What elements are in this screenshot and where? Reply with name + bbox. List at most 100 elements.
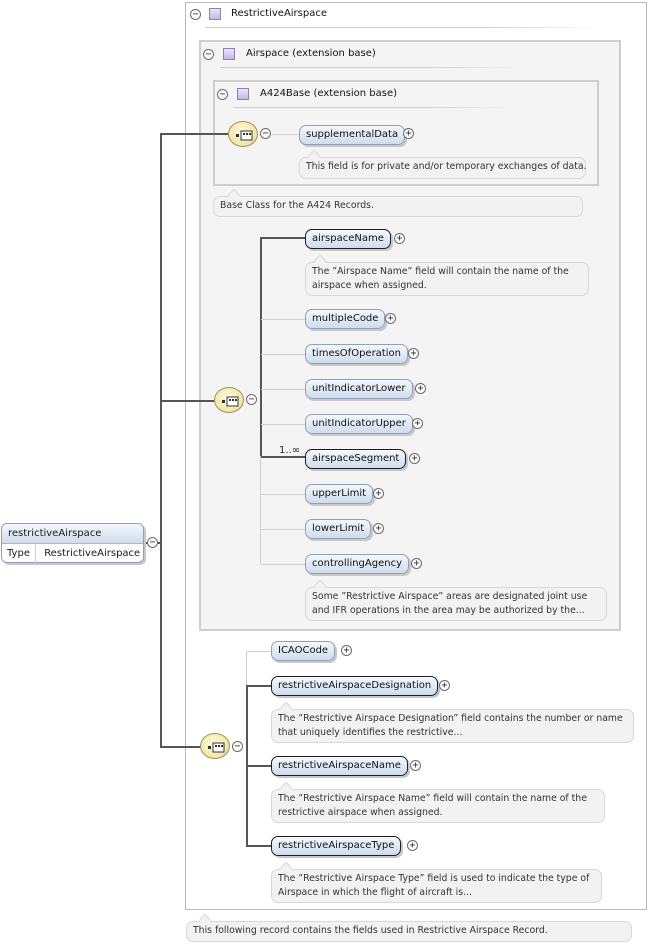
root-element-type-row: Type RestrictiveAirspace: [2, 544, 143, 563]
seq1-branch: [272, 134, 299, 135]
connector-restrictiveAirspaceName: [246, 765, 271, 767]
expand-supplementalData-icon[interactable]: +: [403, 128, 414, 139]
annotation-tip-complex-type: [198, 914, 212, 922]
a424-base-title: A424Base (extension base): [260, 88, 398, 99]
expand-lowerLimit-icon[interactable]: +: [373, 523, 384, 534]
annotation-restrictiveAirspaceType-line2: Airspace in which the flight of aircraft…: [278, 887, 472, 898]
annotation-restrictiveAirspaceName-line2: restrictive airspace when assigned.: [278, 807, 443, 818]
annotation-restrictiveAirspaceDesignation-line2: that uniquely identifies the restrictive…: [278, 727, 463, 738]
main-vertical-connector: [160, 134, 162, 747]
element-lowerLimit[interactable]: lowerLimit: [305, 519, 372, 539]
connector-ICAOCode: [246, 651, 271, 652]
connector-to-seq2: [160, 400, 216, 402]
root-type-label: Type: [2, 544, 36, 563]
connector-to-seq1: [160, 133, 230, 135]
element-restrictiveAirspaceType[interactable]: restrictiveAirspaceType: [271, 836, 402, 856]
element-ICAOCode[interactable]: ICAOCode: [271, 641, 336, 661]
connector-to-seq3: [160, 746, 202, 748]
airspace-base-title: Airspace (extension base): [246, 48, 376, 59]
annotation-airspaceName: The ”Airspace Name” field will contain t…: [305, 262, 589, 296]
annotation-controllingAgency-line1: Some ”Restrictive Airspace” areas are de…: [312, 591, 588, 602]
annotation-controllingAgency: Some ”Restrictive Airspace” areas are de…: [305, 587, 607, 621]
sequence-compositor-icon[interactable]: [214, 387, 244, 413]
connector-unitIndicatorUpper: [261, 424, 306, 425]
expand-upperLimit-icon[interactable]: +: [373, 488, 384, 499]
annotation-tip-airspace-base: [227, 189, 241, 197]
annotation-tip-restrictiveAirspaceName: [279, 782, 293, 790]
connector-airspaceName: [260, 237, 306, 239]
annotation-supplementalData: This field is for private and/or tempora…: [299, 157, 587, 179]
sequence-compositor-icon[interactable]: [228, 121, 258, 147]
root-element-box[interactable]: restrictiveAirspace Type RestrictiveAirs…: [1, 523, 144, 563]
expand-airspaceName-icon[interactable]: +: [394, 233, 405, 244]
seq2-required-connector: [260, 238, 262, 456]
connector-airspaceSegment: [260, 456, 306, 458]
root-element-name: restrictiveAirspace: [2, 524, 143, 544]
collapse-sequence2-icon[interactable]: −: [246, 394, 257, 405]
element-restrictiveAirspaceDesignation[interactable]: restrictiveAirspaceDesignation: [271, 676, 439, 696]
a424-type-icon: [237, 88, 249, 100]
expand-restrictiveAirspaceDesignation-icon[interactable]: +: [439, 680, 450, 691]
annotation-tip-restrictiveAirspaceDesignation: [279, 702, 293, 710]
annotation-restrictiveAirspaceType: The ”Restrictive Airspace Type” field is…: [271, 869, 602, 903]
element-upperLimit[interactable]: upperLimit: [305, 484, 374, 504]
annotation-tip-airspaceName: [313, 255, 327, 263]
expand-unitIndicatorUpper-icon[interactable]: +: [412, 418, 423, 429]
element-multipleCode[interactable]: multipleCode: [305, 309, 386, 329]
annotation-restrictiveAirspaceName-line1: The ”Restrictive Airspace Name” field wi…: [278, 793, 587, 804]
element-airspaceName[interactable]: airspaceName: [305, 229, 391, 249]
seq3-optional-connector: [246, 651, 247, 686]
expand-airspaceSegment-icon[interactable]: +: [409, 453, 420, 464]
collapse-sequence3-icon[interactable]: −: [232, 741, 243, 752]
annotation-restrictiveAirspaceDesignation: The ”Restrictive Airspace Designation” f…: [271, 709, 634, 743]
expand-restrictiveAirspaceType-icon[interactable]: +: [407, 840, 418, 851]
element-timesOfOperation[interactable]: timesOfOperation: [305, 344, 408, 364]
collapse-a424-base-icon[interactable]: −: [217, 89, 228, 100]
sequence-compositor-icon[interactable]: [200, 733, 230, 759]
annotation-airspace-base: Base Class for the A424 Records.: [213, 196, 583, 217]
annotation-complex-type: This following record contains the field…: [186, 921, 632, 942]
collapse-complex-type-icon[interactable]: −: [190, 9, 201, 20]
connector-restrictiveAirspaceDesignation: [246, 685, 271, 687]
collapse-sequence1-icon[interactable]: −: [260, 128, 271, 139]
root-type-value: RestrictiveAirspace: [44, 548, 141, 559]
element-unitIndicatorLower[interactable]: unitIndicatorLower: [305, 379, 413, 399]
expand-ICAOCode-icon[interactable]: +: [341, 645, 352, 656]
complex-type-icon: [209, 8, 221, 20]
connector-restrictiveAirspaceType: [246, 845, 271, 847]
annotation-restrictiveAirspaceName: The ”Restrictive Airspace Name” field wi…: [271, 789, 605, 823]
connector-unitIndicatorLower: [261, 389, 306, 390]
connector-controllingAgency: [261, 564, 306, 565]
element-unitIndicatorUpper[interactable]: unitIndicatorUpper: [305, 414, 413, 434]
connector-multipleCode: [261, 319, 306, 320]
element-controllingAgency[interactable]: controllingAgency: [305, 554, 409, 574]
annotation-tip-restrictiveAirspaceType: [279, 862, 293, 870]
element-supplementalData[interactable]: supplementalData: [299, 125, 406, 145]
expand-restrictiveAirspaceName-icon[interactable]: +: [410, 760, 421, 771]
a424-base-title-underline: [234, 107, 514, 108]
expand-unitIndicatorLower-icon[interactable]: +: [415, 383, 426, 394]
element-airspaceSegment[interactable]: airspaceSegment: [305, 449, 407, 469]
annotation-tip-supplemental: [307, 150, 321, 158]
expand-controllingAgency-icon[interactable]: +: [411, 558, 422, 569]
expand-multipleCode-icon[interactable]: +: [385, 313, 396, 324]
annotation-restrictiveAirspaceType-line1: The ”Restrictive Airspace Type” field is…: [278, 873, 590, 884]
multiplicity-airspaceSegment: 1..∞: [279, 445, 301, 456]
annotation-controllingAgency-line2: and IFR operations in the area may be au…: [312, 605, 585, 616]
collapse-airspace-base-icon[interactable]: −: [203, 49, 214, 60]
complex-type-title: RestrictiveAirspace: [231, 8, 328, 19]
expand-timesOfOperation-icon[interactable]: +: [408, 348, 419, 359]
connector-lowerLimit: [261, 529, 306, 530]
element-restrictiveAirspaceName[interactable]: restrictiveAirspaceName: [271, 756, 408, 776]
annotation-airspaceName-line1: The ”Airspace Name” field will contain t…: [312, 266, 569, 277]
seq2-optional-connector: [260, 456, 261, 564]
airspace-base-title-underline: [220, 67, 520, 68]
airspace-type-icon: [223, 48, 235, 60]
connector-upperLimit: [261, 494, 306, 495]
complex-type-title-underline: [205, 27, 605, 28]
annotation-airspaceName-line2: airspace when assigned.: [312, 280, 427, 291]
annotation-restrictiveAirspaceDesignation-line1: The ”Restrictive Airspace Designation” f…: [278, 713, 623, 724]
annotation-tip-controllingAgency: [313, 580, 327, 588]
connector-timesOfOperation: [261, 354, 306, 355]
collapse-root-icon[interactable]: −: [147, 537, 158, 548]
